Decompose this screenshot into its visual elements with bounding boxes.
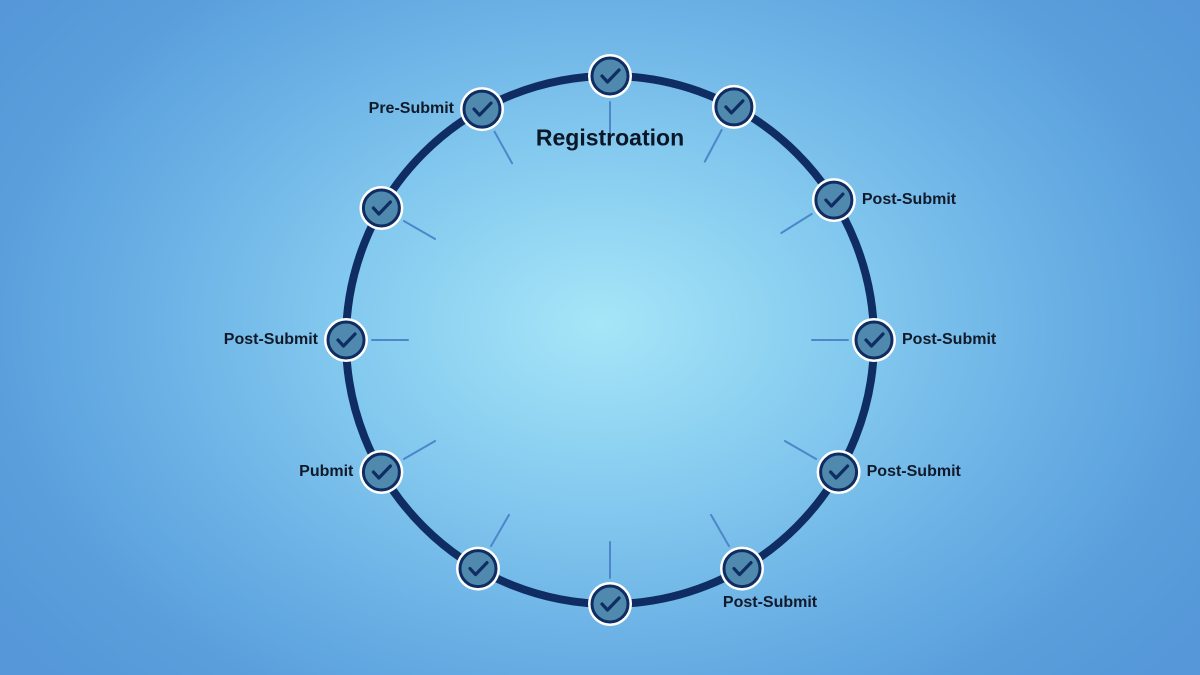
node-label: Post-Submit bbox=[866, 463, 961, 480]
check-icon bbox=[600, 596, 621, 612]
node-disc bbox=[361, 452, 401, 492]
check-icon bbox=[371, 464, 392, 480]
check-icon bbox=[468, 560, 489, 577]
check-icon bbox=[371, 200, 392, 216]
spoke-line bbox=[402, 440, 437, 460]
spoke-line bbox=[783, 440, 818, 460]
node-disc bbox=[458, 549, 498, 589]
cycle-node bbox=[816, 450, 861, 494]
cycle-node bbox=[324, 318, 368, 362]
spoke-line bbox=[703, 128, 723, 163]
cycle-node bbox=[359, 186, 404, 230]
node-disc bbox=[714, 87, 754, 127]
cycle-node bbox=[720, 546, 764, 591]
node-label: Post-Submit bbox=[861, 191, 957, 209]
node-disc bbox=[326, 320, 366, 360]
cycle-node bbox=[852, 318, 896, 362]
check-icon bbox=[824, 192, 845, 208]
spoke-line bbox=[780, 212, 813, 234]
spoke-line bbox=[490, 513, 510, 548]
spoke-line bbox=[710, 513, 730, 548]
cycle-node bbox=[588, 54, 632, 98]
node-label: Post-Submit bbox=[722, 593, 818, 611]
node-disc bbox=[462, 89, 502, 129]
diagram-title: Registroation bbox=[535, 124, 685, 151]
check-icon bbox=[828, 464, 850, 480]
cycle-node bbox=[811, 178, 856, 223]
check-icon bbox=[732, 560, 753, 577]
cycle-node bbox=[456, 546, 500, 591]
node-disc bbox=[590, 56, 630, 96]
nodes bbox=[324, 54, 896, 626]
check-icon bbox=[864, 332, 885, 348]
node-disc bbox=[814, 180, 854, 220]
check-icon bbox=[336, 332, 357, 348]
spoke-line bbox=[493, 130, 514, 165]
spokes bbox=[371, 101, 849, 579]
node-disc bbox=[819, 452, 859, 492]
node-disc bbox=[722, 549, 762, 589]
node-disc bbox=[854, 320, 894, 360]
cycle-node bbox=[711, 84, 756, 129]
check-icon bbox=[600, 68, 621, 84]
node-label: Post-Submit bbox=[223, 331, 318, 348]
spoke-line bbox=[402, 220, 437, 240]
node-label: Pubmit bbox=[299, 463, 354, 480]
check-icon bbox=[724, 99, 745, 115]
node-label: Post-Submit bbox=[902, 331, 997, 348]
node-disc bbox=[361, 188, 401, 228]
cycle-node bbox=[460, 87, 504, 132]
node-disc bbox=[590, 584, 630, 624]
check-icon bbox=[472, 101, 493, 117]
cycle-ring bbox=[342, 72, 878, 608]
node-label: Pre-Submit bbox=[368, 100, 454, 118]
cycle-node bbox=[359, 450, 404, 494]
cycle-node bbox=[588, 582, 632, 626]
